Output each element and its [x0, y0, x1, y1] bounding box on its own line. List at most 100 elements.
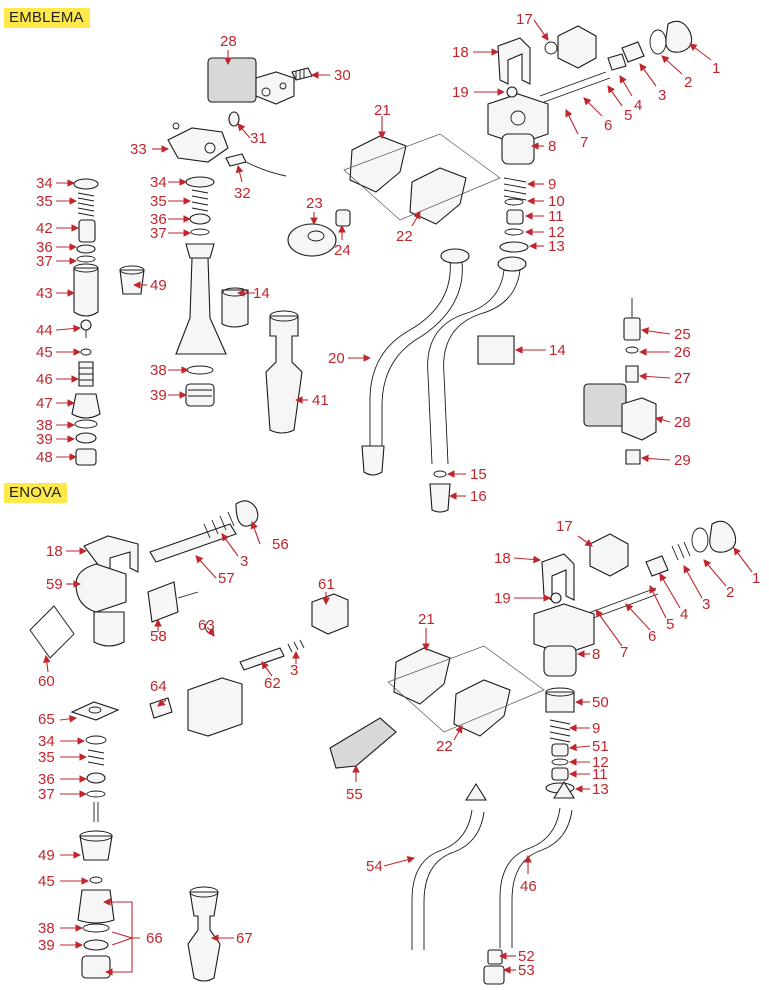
callout-6: 6: [604, 117, 612, 134]
callout-11: 11: [548, 208, 564, 225]
emblema-parts-artwork: [71, 20, 693, 513]
callout-3: 3: [290, 662, 298, 679]
callout-32: 32: [234, 185, 251, 202]
callout-30: 30: [334, 67, 351, 84]
callout-8: 8: [592, 646, 600, 663]
section-label-emblema: EMBLEMA: [4, 8, 90, 28]
callout-14: 14: [549, 342, 566, 359]
callout-49: 49: [38, 847, 55, 864]
callout-59: 59: [46, 576, 63, 593]
callout-10: 10: [548, 193, 565, 210]
callout-3: 3: [702, 596, 710, 613]
emblema-callouts: 1 2 3 4 5 6 7 8 9 10 11 12 13 14 14 15 1…: [36, 11, 720, 505]
callout-34: 34: [38, 733, 55, 750]
callout-36: 36: [150, 211, 167, 228]
callout-50: 50: [592, 694, 609, 711]
callout-35: 35: [150, 193, 167, 210]
callout-35: 35: [38, 749, 55, 766]
callout-9: 9: [548, 176, 556, 193]
callout-1: 1: [752, 570, 760, 587]
callout-47: 47: [36, 395, 53, 412]
callout-28: 28: [674, 414, 691, 431]
callout-5: 5: [666, 616, 674, 633]
callout-31: 31: [250, 130, 267, 147]
callout-41: 41: [312, 392, 329, 409]
callout-25: 25: [674, 326, 691, 343]
callout-23: 23: [306, 195, 323, 212]
callout-16: 16: [470, 488, 487, 505]
callout-29: 29: [674, 452, 691, 469]
callout-7: 7: [620, 644, 628, 661]
callout-65: 65: [38, 711, 55, 728]
callout-18: 18: [452, 44, 469, 61]
enova-callouts: 1 2 3 3 3 4 5 6 7 8 9 11 12 13 17 18 18 …: [38, 518, 760, 979]
callout-8: 8: [548, 138, 556, 155]
callout-46: 46: [36, 371, 53, 388]
callout-2: 2: [726, 584, 734, 601]
callout-37: 37: [36, 253, 53, 270]
callout-4: 4: [634, 97, 642, 114]
callout-17: 17: [516, 11, 533, 28]
callout-28: 28: [220, 33, 237, 50]
callout-39: 39: [150, 387, 167, 404]
callout-27: 27: [674, 370, 691, 387]
callout-22: 22: [436, 738, 453, 755]
callout-45: 45: [36, 344, 53, 361]
callout-11: 11: [592, 766, 608, 783]
callout-12: 12: [592, 754, 609, 771]
callout-37: 37: [38, 786, 55, 803]
callout-66: 66: [146, 930, 163, 947]
callout-3: 3: [240, 553, 248, 570]
callout-34: 34: [150, 174, 167, 191]
callout-36: 36: [38, 771, 55, 788]
callout-53: 53: [518, 962, 535, 979]
callout-35: 35: [36, 193, 53, 210]
callout-18: 18: [494, 550, 511, 567]
callout-38: 38: [150, 362, 167, 379]
callout-46: 46: [520, 878, 537, 895]
callout-13: 13: [548, 238, 565, 255]
callout-18: 18: [46, 543, 63, 560]
callout-12: 12: [548, 224, 565, 241]
callout-2: 2: [684, 74, 692, 91]
callout-38: 38: [36, 417, 53, 434]
callout-19: 19: [452, 84, 469, 101]
callout-15: 15: [470, 466, 487, 483]
callout-5: 5: [624, 107, 632, 124]
callout-54: 54: [366, 858, 383, 875]
callout-19: 19: [494, 590, 511, 607]
callout-7: 7: [580, 134, 588, 151]
callout-62: 62: [264, 675, 281, 692]
callout-33: 33: [130, 141, 147, 158]
callout-22: 22: [396, 228, 413, 245]
callout-21: 21: [374, 102, 391, 119]
callout-52: 52: [518, 948, 535, 965]
callout-42: 42: [36, 220, 53, 237]
callout-9: 9: [592, 720, 600, 737]
callout-24: 24: [334, 242, 351, 259]
callout-43: 43: [36, 285, 53, 302]
callout-4: 4: [680, 606, 688, 623]
section-label-enova: ENOVA: [4, 483, 68, 503]
callout-49: 49: [150, 277, 167, 294]
callout-34: 34: [36, 175, 53, 192]
callout-14: 14: [253, 285, 270, 302]
callout-51: 51: [592, 738, 609, 755]
callout-20: 20: [328, 350, 345, 367]
callout-17: 17: [556, 518, 573, 535]
callout-39: 39: [36, 431, 53, 448]
callout-56: 56: [272, 536, 289, 553]
enova-parts-artwork: [29, 500, 737, 985]
callout-37: 37: [150, 225, 167, 242]
callout-58: 58: [150, 628, 167, 645]
callout-38: 38: [38, 920, 55, 937]
callout-36: 36: [36, 239, 53, 256]
callout-6: 6: [648, 628, 656, 645]
callout-67: 67: [236, 930, 253, 947]
callout-21: 21: [418, 611, 435, 628]
callout-44: 44: [36, 322, 53, 339]
callout-57: 57: [218, 570, 235, 587]
callout-leaders: [42, 19, 753, 976]
callout-45: 45: [38, 873, 55, 890]
